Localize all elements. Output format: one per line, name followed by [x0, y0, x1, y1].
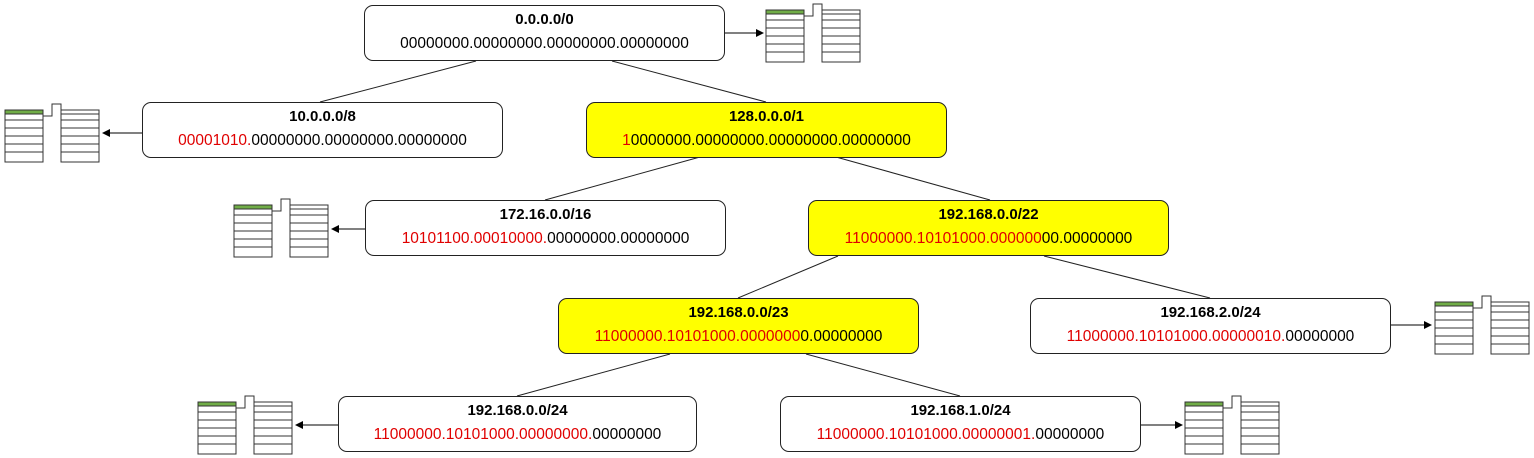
host-bits: 00000000.00000000.00000000.00000000 [400, 35, 689, 52]
edge-n192_23-n192_0 [516, 353, 671, 397]
edge-n128-n192_22 [835, 156, 991, 201]
node-prefix-title: 192.168.1.0/24 [910, 402, 1011, 419]
node-binary-address: 11000000.10101000.00000001.00000000 [781, 426, 1140, 444]
node-prefix-title: 192.168.0.0/24 [467, 402, 568, 419]
edge-n192_22-n192_2 [1043, 255, 1211, 299]
host-bits: 00000000.00000000 [547, 230, 690, 247]
node-binary-address: 11000000.10101000.00000000.00000000 [339, 426, 696, 444]
prefix-bits: 11000000.10101000.00000000. [373, 426, 593, 443]
node-prefix-title: 192.168.2.0/24 [1160, 304, 1261, 321]
node-binary-address: 10101100.00010000.00000000.00000000 [366, 230, 725, 248]
node-172-16-0-0-16: 172.16.0.0/16 10101100.00010000.00000000… [365, 200, 726, 256]
edge-n128-n172 [544, 156, 701, 201]
node-prefix-title: 0.0.0.0/0 [515, 11, 574, 28]
prefix-bits: 00001010. [178, 132, 252, 149]
host-bits: 0000000.00000000.00000000.00000000 [630, 132, 911, 149]
edge-root-n128 [611, 60, 767, 103]
node-binary-address: 11000000.10101000.00000010.00000000 [1031, 328, 1390, 346]
prefix-bits: 11000000.10101000.0000000 [594, 328, 801, 345]
node-192-168-0-0-24: 192.168.0.0/24 11000000.10101000.0000000… [338, 396, 697, 452]
node-10-0-0-0-8: 10.0.0.0/8 00001010.00000000.00000000.00… [142, 102, 503, 158]
edge-n192_23-n192_1 [805, 353, 961, 397]
node-binary-address: 00000000.00000000.00000000.00000000 [365, 35, 724, 53]
node-binary-address: 00001010.00000000.00000000.00000000 [143, 132, 502, 150]
node-prefix-title: 10.0.0.0/8 [289, 108, 356, 125]
prefix-bits: 11000000.10101000.00000001. [816, 426, 1036, 443]
node-192-168-0-0-22: 192.168.0.0/22 11000000.10101000.0000000… [808, 200, 1169, 256]
host-bits: 00.00000000 [1041, 230, 1133, 247]
routing-table-icon [4, 103, 100, 163]
edge-root-n10 [319, 60, 477, 103]
host-bits: 00000000 [1285, 328, 1355, 345]
host-bits: 00000000 [592, 426, 662, 443]
node-binary-address: 11000000.10101000.00000000.00000000 [559, 328, 918, 346]
node-binary-address: 10000000.00000000.00000000.00000000 [587, 132, 946, 150]
host-bits: 0.00000000 [800, 328, 883, 345]
edge-n192_22-n192_23 [737, 255, 839, 299]
node-prefix-title: 172.16.0.0/16 [499, 206, 592, 223]
node-0-0-0-0-0: 0.0.0.0/0 00000000.00000000.00000000.000… [364, 5, 725, 61]
routing-table-icon [1184, 395, 1280, 455]
host-bits: 00000000.00000000.00000000 [251, 132, 467, 149]
prefix-bits: 11000000.10101000.00000010. [1066, 328, 1286, 345]
routing-table-icon [1434, 295, 1530, 355]
node-prefix-title: 192.168.0.0/22 [938, 206, 1039, 223]
routing-table-icon [233, 198, 329, 258]
node-192-168-2-0-24: 192.168.2.0/24 11000000.10101000.0000001… [1030, 298, 1391, 354]
node-128-0-0-0-1: 128.0.0.0/1 10000000.00000000.00000000.0… [586, 102, 947, 158]
table-arrows [102, 29, 1432, 429]
node-prefix-title: 128.0.0.0/1 [728, 108, 805, 125]
prefix-bits: 10101100.00010000. [401, 230, 548, 247]
prefix-bits: 1 [622, 132, 631, 149]
routing-table-icon [765, 3, 861, 63]
node-192-168-1-0-24: 192.168.1.0/24 11000000.10101000.0000000… [780, 396, 1141, 452]
tree-edges [319, 60, 1211, 397]
prefix-bits: 11000000.10101000.000000 [844, 230, 1042, 247]
host-bits: 00000000 [1035, 426, 1105, 443]
node-prefix-title: 192.168.0.0/23 [688, 304, 789, 321]
node-binary-address: 11000000.10101000.00000000.00000000 [809, 230, 1168, 248]
routing-table-icon [197, 395, 293, 455]
node-192-168-0-0-23: 192.168.0.0/23 11000000.10101000.0000000… [558, 298, 919, 354]
